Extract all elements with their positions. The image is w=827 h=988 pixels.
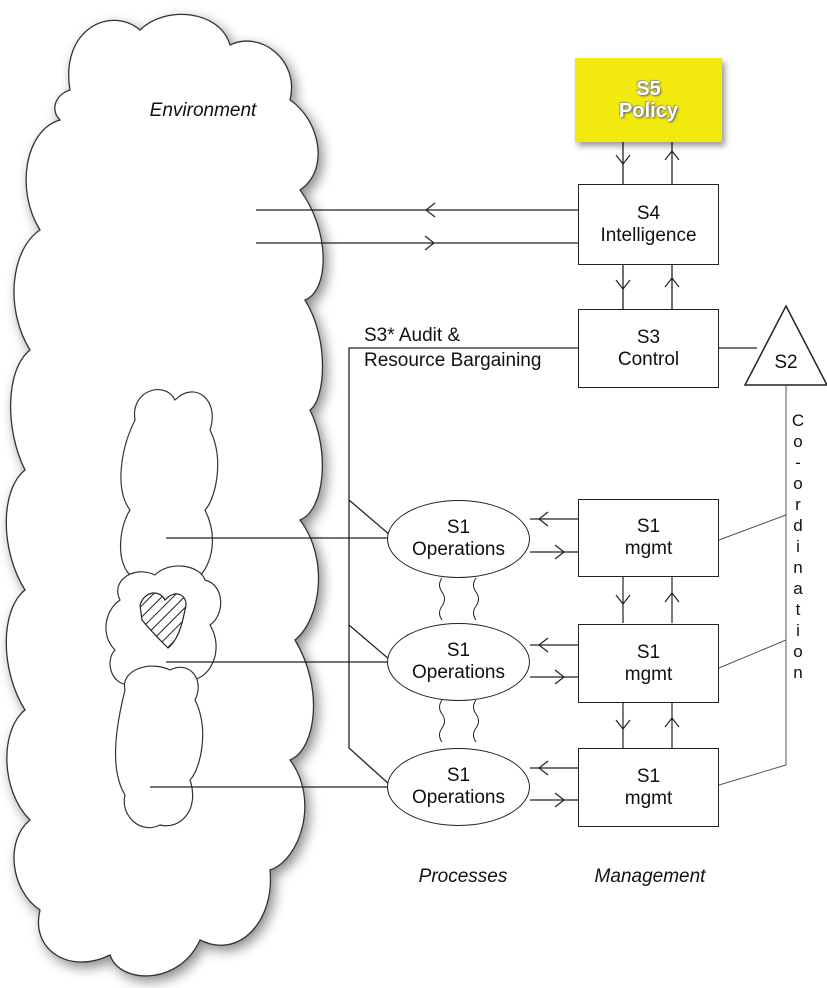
operations-label: S1 [447, 640, 470, 662]
audit-label-line1: S3* Audit & [364, 325, 460, 347]
coordination-letter: a [788, 578, 808, 599]
coordination-letter: r [788, 494, 808, 515]
operations-sublabel: Operations [412, 662, 505, 684]
coordination-letter: i [788, 536, 808, 557]
s1-operations-oval-1: S1 Operations [387, 500, 530, 578]
coordination-letter: C [788, 410, 808, 431]
mgmt-sublabel: mgmt [625, 788, 673, 810]
mgmt-label: S1 [637, 642, 660, 664]
coordination-letter: n [788, 662, 808, 683]
s3-control-box: S3 Control [578, 309, 719, 388]
ops-mgmt-arrows-1 [530, 512, 578, 559]
audit-label-line2: Resource Bargaining [364, 350, 541, 372]
mgmt-label: S1 [637, 766, 660, 788]
mgmt-label: S1 [637, 516, 660, 538]
mgmt-vertical-arrows-1 [616, 577, 679, 623]
coordination-letter: i [788, 620, 808, 641]
coordination-label: C o - o r d i n a t i o n [788, 410, 808, 683]
s4-label: S4 [637, 203, 660, 225]
coordination-letter: n [788, 557, 808, 578]
coordination-letter: o [788, 641, 808, 662]
coordination-link-2 [719, 640, 786, 668]
coordination-letter: o [788, 473, 808, 494]
coordination-letter: o [788, 431, 808, 452]
coordination-link-1 [719, 515, 786, 540]
s3-label: S3 [637, 327, 660, 349]
coordination-letter: t [788, 599, 808, 620]
s5-policy-box: S5 Policy [575, 58, 722, 142]
s3-sublabel: Control [618, 349, 679, 371]
management-footer-label: Management [575, 866, 725, 888]
operations-label: S1 [447, 517, 470, 539]
s1-mgmt-box-2: S1 mgmt [578, 624, 719, 703]
sub-environment-cloud-3 [116, 666, 203, 828]
s2-label: S2 [766, 352, 806, 374]
s4-sublabel: Intelligence [600, 225, 696, 247]
sub-environment-cloud-1 [121, 390, 218, 593]
environment-label: Environment [138, 100, 268, 122]
coordination-letter: d [788, 515, 808, 536]
s4-intelligence-box: S4 Intelligence [578, 184, 719, 265]
s5-label: S5 [636, 78, 660, 100]
s1-operations-oval-2: S1 Operations [387, 623, 530, 701]
mgmt-sublabel: mgmt [625, 664, 673, 686]
s1-mgmt-box-1: S1 mgmt [578, 499, 719, 577]
coordination-link-3 [719, 765, 786, 785]
ops-mgmt-arrows-3 [530, 761, 578, 807]
s1-mgmt-box-3: S1 mgmt [578, 748, 719, 827]
audit-branch-2 [349, 625, 390, 660]
s5-sublabel: Policy [619, 100, 678, 122]
mgmt-sublabel: mgmt [625, 538, 673, 560]
operations-sublabel: Operations [412, 787, 505, 809]
ops-mgmt-arrows-2 [530, 638, 578, 684]
coordination-letter: - [788, 452, 808, 473]
operations-sublabel: Operations [412, 539, 505, 561]
s1-operations-oval-3: S1 Operations [387, 748, 530, 826]
processes-footer-label: Processes [400, 866, 526, 888]
audit-branch-1 [349, 500, 390, 535]
operations-label: S1 [447, 765, 470, 787]
mgmt-vertical-arrows-2 [616, 703, 679, 748]
